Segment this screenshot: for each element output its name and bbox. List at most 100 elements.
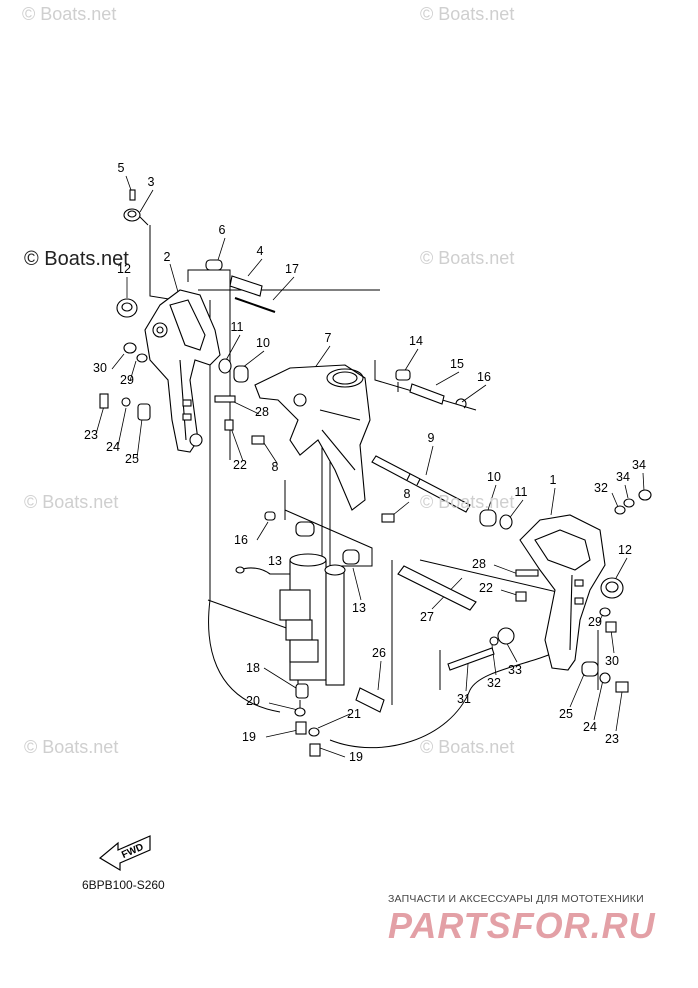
watermark-low-left: © Boats.net xyxy=(24,737,119,757)
part-20-washer xyxy=(294,707,306,717)
callout-32: 32 xyxy=(594,481,608,495)
part-30-nut-right xyxy=(605,621,617,633)
part-13-bushing-a xyxy=(295,521,315,537)
shop-tagline: ЗАПЧАСТИ И АКСЕССУАРЫ ДЛЯ МОТОТЕХНИКИ xyxy=(388,893,644,905)
callout-8: 8 xyxy=(404,487,411,501)
callout-16: 16 xyxy=(477,370,491,384)
callout-2: 2 xyxy=(164,250,171,264)
parts xyxy=(99,189,652,757)
callout-18: 18 xyxy=(246,661,260,675)
callout-30: 30 xyxy=(93,361,107,375)
part-26-sleeve xyxy=(355,687,385,713)
callout-21: 21 xyxy=(347,707,361,721)
callout-29: 29 xyxy=(588,615,602,629)
part-8-grease-right xyxy=(381,513,395,523)
part-29-washer-right xyxy=(599,607,611,617)
part-8-grease-left xyxy=(251,435,265,445)
reference-lines xyxy=(139,216,599,749)
watermark-mid-right: © Boats.net xyxy=(420,492,515,512)
part-11-washer-right xyxy=(499,514,513,530)
callout-28: 28 xyxy=(472,557,486,571)
watermark-top-left: © Boats.net xyxy=(22,4,117,24)
part-28-bolt-left xyxy=(214,395,236,403)
part-34-nut-right-b xyxy=(638,489,652,501)
callout-23: 23 xyxy=(84,428,98,442)
part-19-bolt-a xyxy=(295,721,307,735)
callout-25: 25 xyxy=(125,452,139,466)
fwd-arrow: FWD xyxy=(98,835,151,872)
part-32-washer-right-top xyxy=(614,505,626,515)
part-5-bolt xyxy=(129,189,136,201)
callout-9: 9 xyxy=(428,431,435,445)
callout-27: 27 xyxy=(420,610,434,624)
watermark-top-right: © Boats.net xyxy=(420,4,515,24)
callout-19: 19 xyxy=(242,730,256,744)
part-6-collar xyxy=(205,259,223,271)
part-19-bolt-b xyxy=(309,743,321,757)
callout-26: 26 xyxy=(372,646,386,660)
part-27-tube xyxy=(397,565,477,611)
part-4-pin xyxy=(229,275,263,297)
watermark-upper-right: © Boats.net xyxy=(420,248,515,268)
part-29-washer-left xyxy=(136,353,148,363)
part-32-washer-lower xyxy=(489,636,499,646)
callout-24: 24 xyxy=(106,440,120,454)
callout-3: 3 xyxy=(148,175,155,189)
part-30-nut-left xyxy=(123,342,137,354)
callout-10: 10 xyxy=(487,470,501,484)
watermark-mid-left: © Boats.net xyxy=(24,492,119,512)
part-25-bushing-right xyxy=(581,661,599,677)
callout-34: 34 xyxy=(616,470,630,484)
part-7-swivel-bracket xyxy=(254,364,371,511)
callout-13: 13 xyxy=(352,601,366,615)
callout-23: 23 xyxy=(605,732,619,746)
shop-site-name: PARTSFOR.RU xyxy=(388,905,656,946)
part-16-clip xyxy=(455,398,467,409)
watermark-low-right: © Boats.net xyxy=(420,737,515,757)
callout-10: 10 xyxy=(256,336,270,350)
callout-13: 13 xyxy=(268,554,282,568)
callout-29: 29 xyxy=(120,373,134,387)
part-34-nut-right-a xyxy=(623,498,635,508)
callout-20: 20 xyxy=(246,694,260,708)
part-10-bushing xyxy=(233,365,249,383)
callout-11: 11 xyxy=(515,485,528,499)
part-24-washer-left xyxy=(121,397,131,407)
callout-30: 30 xyxy=(605,654,619,668)
part-10-bushing-right xyxy=(479,509,497,527)
part-16-clip-lower xyxy=(264,511,276,521)
part-15-pin xyxy=(409,383,445,405)
callout-11: 11 xyxy=(231,320,244,334)
callout-4: 4 xyxy=(257,244,264,258)
callout-28: 28 xyxy=(255,405,269,419)
callout-5: 5 xyxy=(118,161,125,175)
callout-19: 19 xyxy=(349,750,363,764)
callout-22: 22 xyxy=(479,581,493,595)
part-24-washer-right xyxy=(599,672,611,684)
callout-24: 24 xyxy=(583,720,597,734)
callout-12: 12 xyxy=(117,262,131,276)
part-1-right-clamp-bracket xyxy=(519,514,606,671)
callout-33: 33 xyxy=(508,663,522,677)
callout-25: 25 xyxy=(559,707,573,721)
callout-14: 14 xyxy=(409,334,423,348)
part-28-bolt-right xyxy=(515,569,539,577)
part-2-left-clamp-bracket xyxy=(144,289,221,453)
callout-7: 7 xyxy=(325,331,332,345)
part-18-rod-end xyxy=(295,683,309,699)
part-31-bolt xyxy=(447,647,495,671)
part-33-washer xyxy=(497,627,515,645)
leader-lines xyxy=(95,175,645,758)
callout-34: 34 xyxy=(632,458,646,472)
part-13-bushing-b xyxy=(342,549,360,565)
part-22-grease-left xyxy=(224,419,234,431)
part-21-ring xyxy=(308,727,320,737)
hydraulic-tilt-unit xyxy=(235,553,346,695)
callout-32: 32 xyxy=(487,676,501,690)
callout-16: 16 xyxy=(234,533,248,547)
part-22-grease-right xyxy=(515,591,527,602)
part-11-washer xyxy=(218,358,232,374)
callout-1: 1 xyxy=(550,473,557,487)
part-9-shaft xyxy=(371,455,471,513)
